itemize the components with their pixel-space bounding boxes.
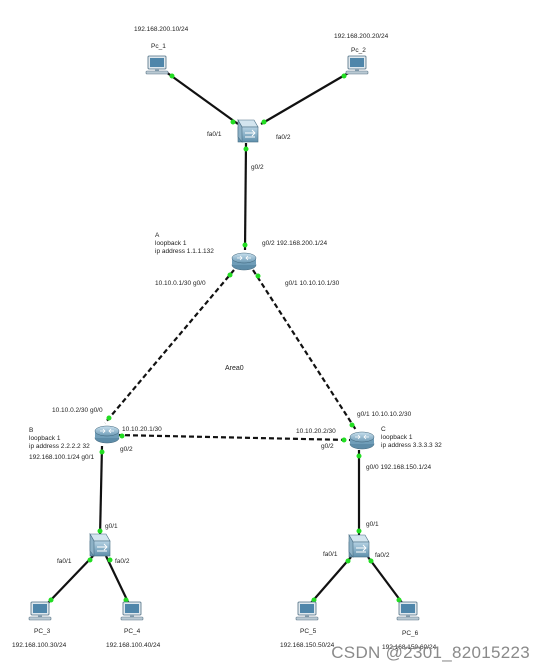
switch-right[interactable] [348, 534, 370, 558]
switch-icon [348, 534, 370, 558]
router-c-g02-ip: 10.10.20.2/30 [296, 428, 336, 435]
router-a-g02: g0/2 192.168.200.1/24 [262, 240, 327, 247]
link-router-b-router-c [116, 433, 351, 442]
switch-left[interactable] [89, 533, 111, 557]
router-a-loopback-ip: ip address 1.1.1.132 [155, 248, 214, 255]
pc-icon [28, 601, 52, 621]
switch-left-port-fa02: fa0/2 [115, 558, 130, 565]
link-pc2-switch-top [260, 71, 351, 125]
router-c[interactable] [349, 431, 375, 450]
link-router-a-router-c [252, 269, 357, 431]
link-switch-left-pc4 [105, 555, 130, 605]
pc3-ip-label: 192.168.100.30/24 [12, 642, 67, 649]
link-switch-top-router-a [243, 142, 248, 251]
pc4-ip-label: 192.168.100.40/24 [106, 642, 161, 649]
switch-right-port-fa02: fa0/2 [375, 552, 390, 559]
pc1-ip-label: 192.168.200.10/24 [134, 26, 189, 33]
pc5-ip-label: 192.168.150.50/24 [280, 642, 335, 649]
router-a-g01: g0/1 10.10.10.1/30 [285, 280, 340, 287]
pc3-name-label: PC_3 [34, 628, 51, 635]
pc-1[interactable] [145, 55, 169, 75]
pc-3[interactable] [28, 601, 52, 621]
router-b-g00: 10.10.0.2/30 g0/0 [52, 407, 103, 414]
pc2-name-label: Pc_2 [351, 47, 366, 54]
router-a-name: A [155, 232, 160, 239]
router-icon [231, 252, 257, 271]
router-c-g00: g0/0 192.168.150.1/24 [366, 464, 431, 471]
router-b-loopback-ip: ip address 2.2.2.2 32 [29, 443, 90, 450]
router-b[interactable] [94, 425, 120, 444]
area-label: Area0 [225, 365, 244, 372]
switch-top-port-fa02: fa0/2 [276, 134, 291, 141]
link-switch-right-pc6 [367, 556, 404, 605]
switch-top[interactable] [237, 119, 259, 143]
switch-left-port-fa01: fa0/1 [57, 558, 72, 565]
pc6-ip-label: 192.168.150.60/24 [382, 644, 437, 651]
link-pc1-switch-top [165, 71, 239, 125]
pc-icon [145, 55, 169, 75]
pc-4[interactable] [120, 601, 144, 621]
link-router-b-switch-left [98, 445, 104, 538]
switch-left-port-g01: g0/1 [105, 523, 118, 530]
router-c-loopback-ip: ip address 3.3.3.3 32 [381, 442, 442, 449]
pc-5[interactable] [295, 601, 319, 621]
switch-right-port-g01: g0/1 [366, 521, 379, 528]
link-switch-right-pc5 [309, 556, 352, 605]
switch-top-port-g02: g0/2 [251, 164, 264, 171]
pc1-name-label: Pc_1 [151, 43, 166, 50]
router-c-g02: g0/2 [321, 443, 334, 450]
csdn-watermark: CSDN @2301_82015223 [331, 643, 530, 662]
switch-icon [237, 119, 259, 143]
switch-icon [89, 533, 111, 557]
router-b-g02-ip: 10.10.20.1/30 [122, 426, 162, 433]
router-a-g00: 10.10.0.1/30 g0/0 [155, 280, 206, 287]
router-icon [349, 431, 375, 450]
pc-2[interactable] [345, 55, 369, 75]
pc5-name-label: PC_5 [300, 628, 317, 635]
router-b-g01: 192.168.100.1/24 g0/1 [29, 454, 94, 461]
router-a-loopback: loopback 1 [155, 240, 187, 247]
pc-icon [295, 601, 319, 621]
router-b-name: B [29, 427, 33, 434]
router-c-loopback: loopback 1 [381, 434, 413, 441]
router-icon [94, 425, 120, 444]
pc-6[interactable] [396, 601, 420, 621]
pc2-ip-label: 192.168.200.20/24 [334, 33, 389, 40]
link-router-a-router-b [104, 269, 235, 424]
switch-top-port-fa01: fa0/1 [207, 131, 222, 138]
pc-icon [345, 55, 369, 75]
router-b-loopback: loopback 1 [29, 435, 61, 442]
router-b-g02: g0/2 [120, 446, 133, 453]
pc-icon [396, 601, 420, 621]
switch-right-port-fa01: fa0/1 [323, 551, 338, 558]
pc4-name-label: PC_4 [124, 628, 141, 635]
router-c-g01: g0/1 10.10.10.2/30 [357, 411, 412, 418]
links [46, 71, 404, 605]
router-c-name: C [381, 426, 386, 433]
pc-icon [120, 601, 144, 621]
router-a[interactable] [231, 252, 257, 271]
link-switch-left-pc3 [46, 555, 94, 605]
port-dots [48, 73, 402, 603]
pc6-name-label: PC_6 [402, 630, 419, 637]
